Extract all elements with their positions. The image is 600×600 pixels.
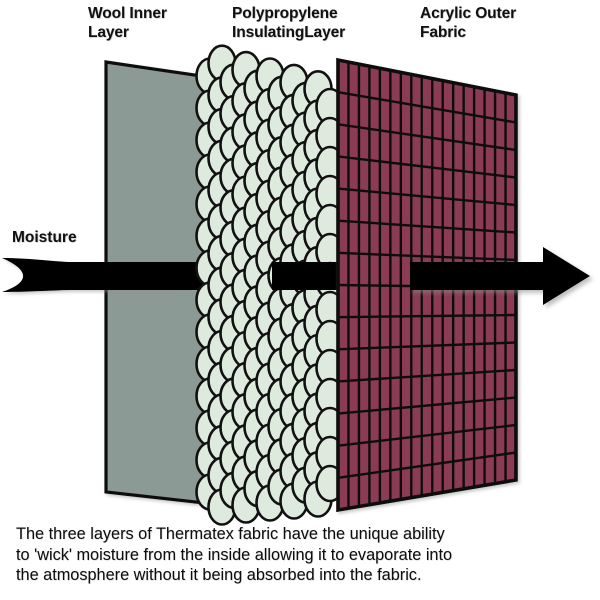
weave-line-horizontal bbox=[338, 368, 516, 383]
moisture-arrow-head-segment bbox=[410, 247, 590, 305]
weave-line-horizontal bbox=[338, 155, 516, 179]
weave-line-horizontal bbox=[338, 423, 516, 447]
diagram-caption: The three layers of Thermatex fabric hav… bbox=[16, 525, 453, 585]
weave-line-horizontal bbox=[338, 451, 516, 480]
label-acrylic-outer-fabric: Acrylic Outer Fabric bbox=[420, 5, 517, 41]
moisture-arrow-mid-segment-b bbox=[272, 262, 342, 290]
weave-line-horizontal bbox=[338, 219, 516, 234]
moisture-arrow-tail-segment bbox=[2, 258, 178, 292]
weave-line-horizontal bbox=[338, 251, 516, 262]
label-wool-inner-layer: Wool Inner Layer bbox=[88, 5, 167, 41]
weave-line-horizontal bbox=[338, 313, 516, 319]
weave-line-horizontal bbox=[338, 187, 516, 207]
weave-line-horizontal bbox=[338, 123, 516, 152]
weave-line-horizontal bbox=[338, 396, 516, 415]
weave-line-horizontal bbox=[338, 341, 516, 351]
label-moisture: Moisture bbox=[12, 229, 77, 246]
weave-line-horizontal bbox=[338, 90, 516, 124]
label-polypropylene-insulating-layer: Polypropylene InsulatingLayer bbox=[232, 5, 346, 41]
